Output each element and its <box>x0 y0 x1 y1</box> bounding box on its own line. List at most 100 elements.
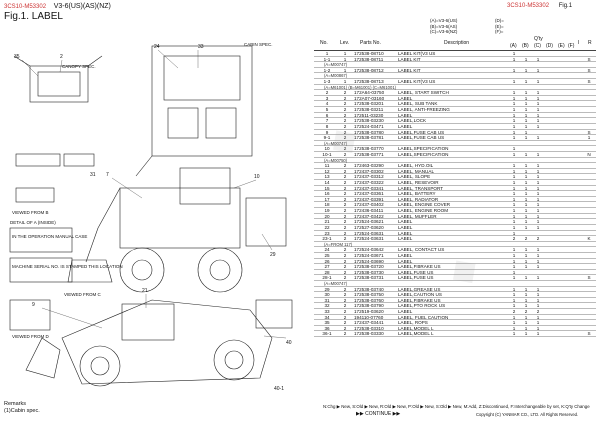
table-note-row: (A=M00747) <box>314 141 596 147</box>
qty-c: 1 <box>536 151 540 157</box>
qty-c: 1 <box>536 95 540 101</box>
qty-a: 1 <box>512 123 516 129</box>
part-description: LABEL, RESEVOIR <box>398 180 439 186</box>
qty-c: 1 <box>536 314 540 320</box>
part-number: 172538-03771 <box>354 151 384 157</box>
qty-c: 1 <box>536 196 540 202</box>
part-description: LABEL, ANTI-FREEZING <box>398 107 450 113</box>
qty-b: 1 <box>524 185 528 191</box>
level: 2 <box>343 112 347 118</box>
qty-b: 1 <box>524 219 528 225</box>
ref-number: 1-2 <box>323 67 331 73</box>
qty-a: 1 <box>512 213 516 219</box>
part-description: LABEL,P.BRAKE US <box>398 264 441 270</box>
qty-c: 1 <box>536 275 540 281</box>
part-description: LABEL, MUFFLER <box>398 213 437 219</box>
ref-number: 24 <box>324 247 330 253</box>
callout-10: 10 <box>254 174 260 180</box>
col-d: (D) <box>546 43 553 49</box>
qty-b: 1 <box>524 129 528 135</box>
ref-number: 15 <box>324 185 330 191</box>
part-description: LABEL,FUSE US <box>398 275 434 281</box>
part-number: 172538-08713 <box>354 79 384 85</box>
part-description: LABEL <box>398 123 413 129</box>
qty-c: 1 <box>536 191 540 197</box>
level: 2 <box>343 180 347 186</box>
serial-note: (A=FROM 117) <box>324 241 353 247</box>
qty-b: 1 <box>524 331 528 337</box>
part-description: LABEL,MODEL L <box>398 331 434 337</box>
qty-c: 1 <box>536 163 540 169</box>
level: 2 <box>343 286 347 292</box>
qty-a: 1 <box>512 314 516 320</box>
part-number: 172524-03631 <box>354 230 384 236</box>
callout-35: 35 <box>14 54 20 60</box>
qty-b: 1 <box>524 247 528 253</box>
qty-c: 1 <box>536 213 540 219</box>
qty-c: 1 <box>536 67 540 73</box>
figure-number: Fig.1 <box>558 3 573 9</box>
qty-b: 1 <box>524 325 528 331</box>
ref-number: 1 <box>325 51 329 56</box>
qty-c: 1 <box>536 325 540 331</box>
part-number: 172538-08710 <box>354 51 384 56</box>
qty-c: 1 <box>536 247 540 253</box>
part-number: 172437-03361 <box>354 191 384 197</box>
level: 2 <box>343 168 347 174</box>
qty-c: 2 <box>536 309 540 315</box>
level: 2 <box>343 135 347 141</box>
qty-a: 1 <box>512 202 516 208</box>
serial-note: (A=M61001) (B=M61001) (C=M61001) <box>324 84 397 90</box>
qty-a: 1 <box>512 95 516 101</box>
level: 1 <box>343 67 347 73</box>
level: 2 <box>343 101 347 107</box>
ref-number: 4 <box>325 101 329 107</box>
ref-number: 9-1 <box>323 135 331 141</box>
part-number: 172A64-03750 <box>354 90 385 96</box>
level: 2 <box>343 196 347 202</box>
qty-c: 1 <box>536 286 540 292</box>
qty-a: 1 <box>512 258 516 264</box>
qty-c: 1 <box>536 79 540 85</box>
qty-b: 1 <box>524 264 528 270</box>
ref-number: 9 <box>325 129 329 135</box>
variant-b: (B)=V3-6(AS) <box>430 23 458 29</box>
part-number: 172538-03780 <box>354 129 384 135</box>
ref-number: 20 <box>324 213 330 219</box>
qty-b: 1 <box>524 196 528 202</box>
part-number: 172524-03631 <box>354 236 384 242</box>
ref-number: 23 <box>324 230 330 236</box>
part-description: LABEL <box>398 258 413 264</box>
qty-b: 1 <box>524 174 528 180</box>
part-description: LABEL, TRANSPORT <box>398 185 444 191</box>
part-description: LABEL,GREASE US <box>398 286 441 292</box>
table-note-row: (A=M61001) (B=M61001) (C=M61001) <box>314 85 596 91</box>
qty-b: 1 <box>524 168 528 174</box>
page-header-left: 3CS10-M53302 V3-6(US)(AS)(NZ) <box>4 3 111 10</box>
qty-c: 1 <box>536 168 540 174</box>
level: 2 <box>343 191 347 197</box>
qty-b: 1 <box>524 224 528 230</box>
qty-a: 1 <box>512 107 516 113</box>
remarks-line-1: (1)Cabin spec. <box>4 408 40 414</box>
qty-b: 1 <box>524 107 528 113</box>
qty-c: 1 <box>536 292 540 298</box>
level: 2 <box>343 224 347 230</box>
level: 2 <box>343 303 347 309</box>
qty-b: 1 <box>524 101 528 107</box>
part-description: LABEL <box>398 95 413 101</box>
part-description: LABEL, ROPS <box>398 320 428 326</box>
part-number: 172437-03402 <box>354 202 384 208</box>
